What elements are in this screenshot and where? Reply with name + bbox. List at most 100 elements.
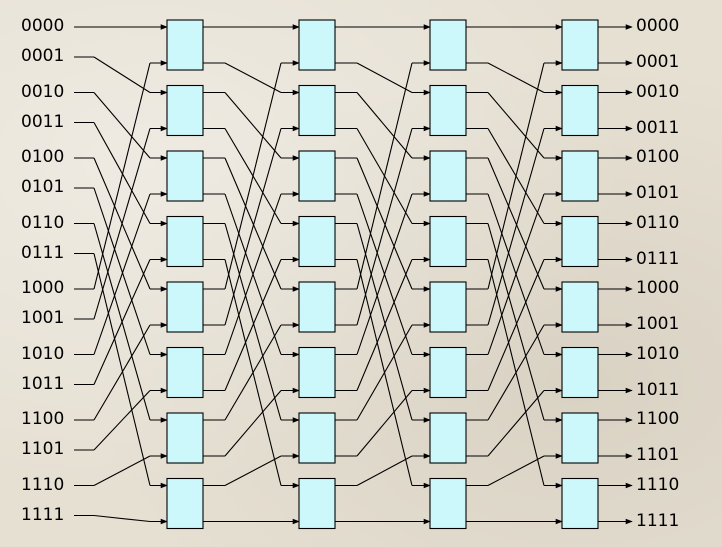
input-wire-14-seg-1 [93,455,151,486]
stage-2-wire-8-b [487,62,545,290]
switch-s0-5 [166,346,204,399]
stage-0-wire-10-b [224,193,282,355]
stage-1-wire-2-b [356,92,413,159]
input-label: 0011 [21,111,65,132]
stage-0-wire-4-b [224,157,282,290]
switch-s3-5 [561,346,599,399]
input-wire-3-seg-1 [93,122,151,224]
switch-s0-2 [166,150,204,202]
input-label: 1110 [21,474,65,495]
switch-s2-2 [429,150,467,202]
input-label: 0111 [21,242,65,263]
switch-s0-1 [166,84,204,137]
output-label: 1001 [636,314,680,334]
output-label: 0000 [636,16,680,36]
switch-s2-1 [429,84,467,137]
stage-1-wire-10-b [356,193,413,355]
input-wire-10-seg-1 [93,193,151,355]
switch-s0-7 [166,477,204,530]
stage-1-wire-12-b [356,324,413,421]
input-wire-5-seg-1 [93,187,151,355]
switch-s3-0 [561,19,599,71]
switch-s3-1 [561,84,599,137]
output-label: 1010 [636,343,680,364]
wires-layer [74,24,633,525]
stage-1-wire-6-b [356,223,413,421]
stage-0-wire-9-b [224,128,282,326]
stage-1-wire-4-b [356,157,413,290]
input-label: 0000 [21,16,65,36]
input-label: 1001 [21,308,65,328]
input-label: 0001 [21,46,65,66]
stage-2-wire-1-b [487,62,545,93]
switch-s3-2 [561,150,599,202]
switch-s3-6 [561,412,599,464]
input-wire-2-seg-1 [93,92,151,159]
input-wire-11-seg-1 [93,259,151,385]
stage-0-wire-12-b [224,324,282,421]
switch-s1-5 [298,346,336,399]
input-label: 0100 [21,147,65,167]
input-wire-15-seg-1 [93,514,151,523]
input-label: 1101 [21,439,65,459]
stage-0-wire-8-b [224,62,282,290]
output-label: 0110 [636,212,680,233]
output-label: 0011 [636,117,680,138]
output-label: 1000 [636,278,680,298]
output-label: 0001 [636,52,680,72]
stage-2-wire-10-b [487,193,545,355]
input-label: 1010 [21,343,65,364]
input-label: 1111 [21,504,65,525]
stage-1-wire-1-b [356,62,413,93]
switch-s1-4 [298,281,336,333]
switch-s3-7 [561,477,599,530]
stage-2-wire-9-b [487,128,545,326]
stage-0-wire-14-b [224,455,282,486]
stage-2-wire-14-b [487,455,545,486]
input-label: 0010 [21,81,65,102]
switch-s2-0 [429,19,467,71]
output-label: 1100 [636,409,680,429]
switch-s3-3 [561,215,599,268]
switch-s2-5 [429,346,467,399]
stage-1-wire-11-b [356,259,413,391]
output-label: 0111 [636,248,680,269]
stage-2-wire-13-b [487,390,545,457]
stage-2-wire-11-b [487,259,545,391]
output-label: 1111 [636,510,680,531]
input-label: 0101 [21,177,65,197]
stage-0-wire-1-b [224,62,282,93]
switch-s1-0 [298,19,336,71]
input-label: 1011 [21,373,65,394]
stage-2-wire-6-b [487,223,545,421]
switch-s2-6 [429,412,467,464]
switch-s0-3 [166,215,204,268]
stage-0-wire-2-b [224,92,282,159]
output-label: 0010 [636,81,680,102]
input-wire-13-seg-1 [93,390,151,451]
stage-1-wire-8-b [356,62,413,290]
switch-s0-4 [166,281,204,333]
stage-1-wire-9-b [356,128,413,326]
input-wire-1-seg-1 [93,56,151,93]
switch-s2-4 [429,281,467,333]
switch-s1-3 [298,215,336,268]
stage-0-wire-11-b [224,259,282,391]
output-label: 0101 [636,183,680,203]
input-wire-9-seg-1 [93,128,151,320]
switches-layer [166,19,599,530]
switch-s1-2 [298,150,336,202]
switch-s2-7 [429,477,467,530]
switch-s1-7 [298,477,336,530]
stage-1-wire-13-b [356,390,413,457]
output-label: 0100 [636,147,680,167]
input-wire-12-seg-1 [93,324,151,421]
input-label: 1100 [21,409,65,429]
output-label: 1110 [636,474,680,495]
stage-2-wire-12-b [487,324,545,421]
input-label: 1000 [21,278,65,298]
switch-s0-0 [166,19,204,71]
switch-s0-6 [166,412,204,464]
